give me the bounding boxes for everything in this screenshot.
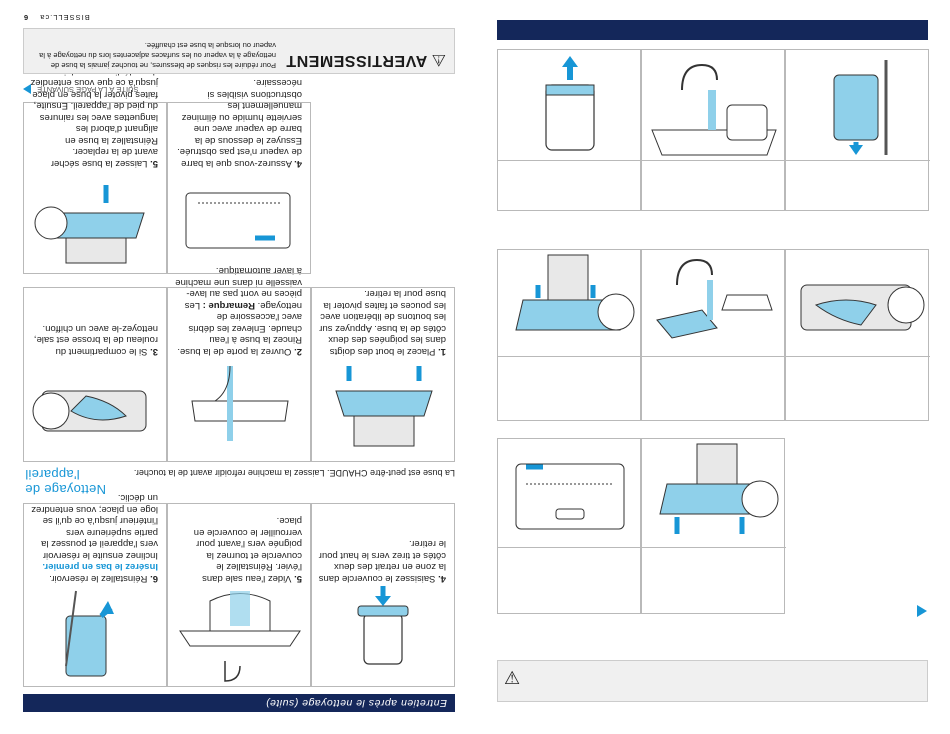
warning-triangle-icon: ⚠ [431,51,446,68]
warning-triangle-icon: ⚠ [504,668,521,688]
panel-step-6-bottom: 6. Réinstallez le réservoir. Insérez le … [23,493,167,687]
illustration-panel-3 [785,49,930,211]
brush-compartment-illustration [32,390,147,432]
illustration-panel-5 [641,249,786,421]
left-page: Entretien après le nettoyage (suite) 4. … [23,13,455,712]
step-6-bottom-caption: 6. Réinstallez le réservoir. Insérez le … [31,492,158,585]
panel-step-3-mid: 3. Si le compartiment du rouleau de la b… [23,287,167,462]
warning-text: Pour réduire les risques de blessures, n… [39,41,276,70]
steam-bar-illustration [515,463,625,530]
nozzle-rinse-illustration [191,365,289,441]
warning-box-empty: ⚠ [497,660,928,702]
right-page: ⚠ [475,0,950,734]
panel-step-4-bottom: 4. Saisissez le couvercle dans la zone e… [311,503,455,687]
brand: BISSELL.ca [39,13,90,22]
nozzle-reinstall-illustration [34,185,145,264]
panel-step-4-top: 4. Assurez-vous que la barre de vapeur n… [167,78,311,274]
panel-step-1-mid: 1. Placez le bout des doigts dans les po… [311,287,455,462]
nozzle-release-illustration [335,366,433,447]
panel-step-2-mid: 2. Ouvrez la porte de la buse. Rincez la… [167,266,311,462]
illustration-panel-2 [641,49,786,211]
page-number: 6 [23,13,29,22]
arrow-right-icon [23,83,31,94]
illustration-panel-1 [497,49,642,211]
continue-note: SUITE À LA PAGE SUIVANTE [23,83,455,94]
step-5-bottom-caption: 5. Videz l'eau sale dans l'évier. Réinst… [193,515,302,585]
step-1-mid-caption: 1. Placez le bout des doigts dans les po… [319,288,446,358]
page-footer: BISSELL.ca 6 [23,13,455,22]
tank-lift-illustration [357,586,409,665]
panel-step-5-top: 5. Laissez la buse sécher avant de la re… [23,66,167,274]
warning-title: AVERTISSEMENT [285,52,428,69]
section-title-bar-empty [497,20,928,40]
steam-bar-wipe-illustration [185,192,291,249]
panel-step-5-bottom: 5. Videz l'eau sale dans l'évier. Réinst… [167,503,311,687]
step-3-mid-caption: 3. Si le compartiment du rouleau de la b… [33,323,158,357]
sink-empty-illustration [179,591,301,682]
tank-reinstall-illustration [833,60,888,155]
section-title: Entretien après le nettoyage (suite) [265,697,447,709]
arrow-right-icon [917,605,927,617]
hot-nozzle-caution: La buse est peut-être CHAUDE. Laissez la… [133,468,455,478]
illustration-panel-6 [785,249,930,421]
illustration-panel-4 [497,249,642,421]
illustration-panel-8 [641,438,786,614]
nozzle-press-illustration [515,254,635,331]
warning-title-row: ⚠ AVERTISSEMENT [286,50,446,70]
step-4-bottom-caption: 4. Saisissez le couvercle dans la zone e… [318,538,446,585]
nozzle-reattach-illustration [659,443,779,534]
warning-box: ⚠ AVERTISSEMENT Pour réduire les risques… [23,28,455,74]
section-title-bar: Entretien après le nettoyage (suite) [23,694,455,712]
step-5-top-caption: 5. Laissez la buse sécher avant de la re… [30,66,158,169]
faucet-rinse-illustration [651,63,777,156]
wipe-compartment-illustration [800,284,925,331]
tank-removal-illustration [545,56,595,151]
step-2-mid-caption: 2. Ouvrez la porte de la buse. Rincez la… [175,265,302,358]
nozzle-faucet-illustration [656,258,773,339]
tank-insert-illustration [65,590,114,677]
illustration-panel-7 [497,438,642,614]
